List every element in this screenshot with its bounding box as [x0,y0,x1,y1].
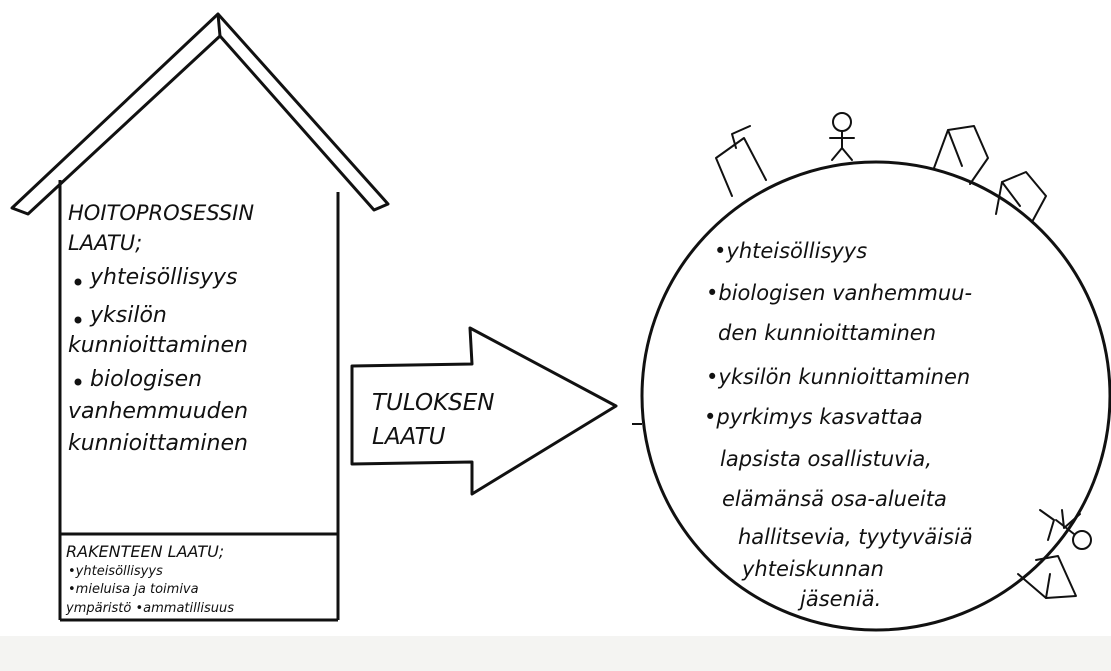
globe-item: •yksilön kunnioittaminen [706,365,970,389]
process-item: vanhemmuuden [68,399,248,424]
globe-house-icon [934,126,988,184]
globe-item: den kunnioittaminen [718,321,936,345]
globe-item: elämänsä osa-alueita [722,487,947,511]
structure-item: ympäristö •ammatillisuus [65,601,234,616]
globe-house-icon [996,172,1046,222]
bullet [75,279,82,286]
house [12,14,388,620]
arrow-label-line: LAATU [372,424,446,450]
bullet [75,379,82,386]
arrow-label-line: TULOKSEN [372,390,495,416]
person-icon [1073,531,1091,549]
globe-house-icon [948,130,962,166]
structure-item: •yhteisöllisyys [68,564,163,579]
process-title: LAATU; [68,231,142,255]
globe-item: •pyrkimys kasvattaa [704,405,923,429]
house-structure-text: RAKENTEEN LAATU; •yhteisöllisyys •mielui… [65,542,234,616]
house-roof [12,14,388,214]
globe-item: •biologisen vanhemmuu- [706,281,972,305]
bullet [75,317,82,324]
globe-item: jäseniä. [797,587,881,611]
globe-house-icon [716,138,766,196]
house-process-text: HOITOPROSESSIN LAATU; yhteisöllisyys yks… [68,201,254,456]
process-item: kunnioittaminen [68,333,248,358]
globe-item: yhteiskunnan [741,557,884,581]
globe-item: hallitsevia, tyytyväisiä [738,525,973,549]
process-item: kunnioittaminen [68,431,248,456]
structure-item: •mieluisa ja toimiva [68,582,199,597]
person-icon [833,113,851,131]
process-item: yhteisöllisyys [89,265,237,290]
house-roof-ridge [218,14,220,36]
globe-item: •yhteisöllisyys [714,239,867,263]
process-item: biologisen [90,367,202,392]
process-item: yksilön [89,303,167,328]
globe-item: lapsista osallistuvia, [720,447,932,471]
arrow-label: TULOKSEN LAATU [372,390,495,450]
footer-band [0,636,1111,671]
globe-house-icon [1046,574,1050,598]
globe-house-icon [1002,182,1020,206]
globe-text: •yhteisöllisyys •biologisen vanhemmuu- d… [704,239,973,611]
structure-title: RAKENTEEN LAATU; [66,542,224,561]
person-icon [830,131,854,160]
process-title: HOITOPROSESSIN [68,201,254,225]
